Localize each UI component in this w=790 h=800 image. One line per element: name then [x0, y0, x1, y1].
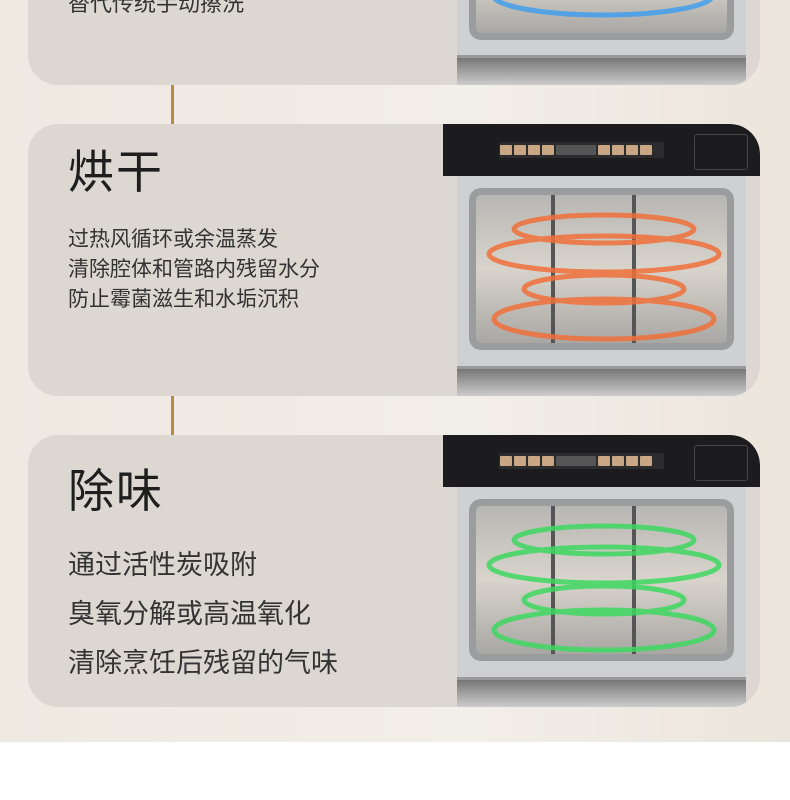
description-line: 防止霉菌滋生和水垢沉积: [68, 287, 299, 311]
feature-card-deodorize: 除味 通过活性炭吸附 臭氧分解或高温氧化 清除烹饪后残留的气味: [28, 435, 760, 707]
description-line: 清除腔体和管路内残留水分: [68, 257, 320, 281]
decor-pole: [171, 85, 174, 125]
description-line: 清除烹饪后残留的气味: [68, 648, 338, 679]
green-ring-effect: [486, 523, 722, 653]
oven-image: [443, 0, 760, 85]
feature-description: 过热风循环或余温蒸发 清除腔体和管路内残留水分 防止霉菌滋生和水垢沉积: [68, 224, 320, 314]
feature-card-cleaning: 替代传统手动擦洗: [28, 0, 760, 85]
description-line: 臭氧分解或高温氧化: [68, 599, 311, 630]
decor-pole: [171, 396, 174, 436]
orange-ring-effect: [486, 212, 722, 342]
blue-ring-effect: [492, 0, 714, 18]
feature-title: 烘干: [68, 145, 164, 199]
description-line: 替代传统手动擦洗: [68, 0, 245, 17]
control-panel: [443, 435, 760, 487]
feature-description: 通过活性炭吸附 臭氧分解或高温氧化 清除烹饪后残留的气味: [68, 541, 338, 688]
oven-image: [443, 124, 760, 396]
feature-card-drying: 烘干 过热风循环或余温蒸发 清除腔体和管路内残留水分 防止霉菌滋生和水垢沉积: [28, 124, 760, 396]
description-line: 过热风循环或余温蒸发: [68, 227, 278, 251]
feature-title: 除味: [68, 464, 164, 518]
control-panel: [443, 124, 760, 176]
feature-description: 替代传统手动擦洗: [68, 0, 244, 18]
oven-image: [443, 435, 760, 707]
description-line: 通过活性炭吸附: [68, 550, 257, 581]
